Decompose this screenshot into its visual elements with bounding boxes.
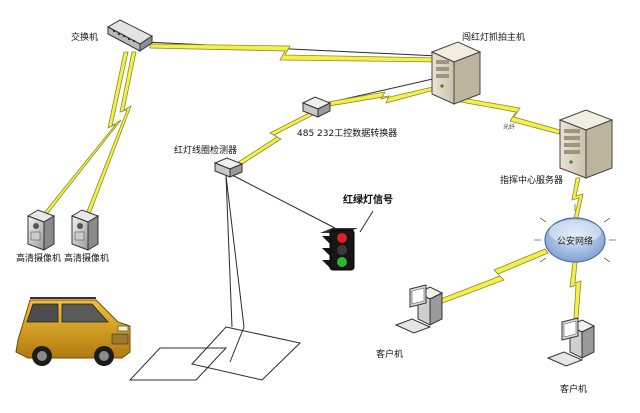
- road-coil-loops: [128, 326, 302, 381]
- client-1-label: 客户机: [376, 348, 403, 360]
- link-tag-label: 光纤: [503, 123, 515, 131]
- cable-signal-label: [359, 210, 374, 233]
- switch-label: 交换机: [71, 31, 98, 43]
- converter-box-icon: [301, 96, 332, 118]
- coil-wire-3: [229, 326, 245, 363]
- coil-detector-label: 红灯线圈检测器: [174, 144, 237, 156]
- link-converter-host: [327, 85, 439, 107]
- green-light: [337, 257, 347, 267]
- coil-loop-1: [128, 347, 228, 381]
- link-switch-camera-1: [43, 51, 129, 214]
- red-light: [337, 233, 347, 243]
- network-switch-icon: [106, 19, 153, 52]
- traffic-light-icon: [320, 228, 358, 271]
- link-converter-detector: [231, 111, 316, 169]
- link-switch-host: [149, 43, 441, 63]
- coil-wire-1: [225, 175, 245, 328]
- coil-loop-2: [191, 326, 302, 381]
- detector-box-icon: [213, 157, 244, 178]
- network-cloud-icon: [534, 204, 616, 263]
- link-network-client-2: [569, 261, 582, 319]
- client-2-label: 客户机: [560, 383, 587, 395]
- coil-wire-2: [225, 175, 233, 328]
- car-icon: [15, 297, 131, 366]
- server-tower-icon: [430, 41, 482, 105]
- yellow-light: [337, 245, 347, 255]
- camera-icon: [70, 209, 100, 251]
- command-server-label: 指挥中心服务器: [500, 174, 563, 186]
- camera-icon: [26, 209, 56, 251]
- converter-label: 485 232工控数据转换器: [297, 127, 397, 139]
- public-network-label: 公安网络: [557, 235, 593, 247]
- capture-host-label: 闯红灯抓拍主机: [462, 31, 525, 43]
- camera-1-label: 高清摄像机: [16, 252, 61, 264]
- camera-2-label: 高清摄像机: [64, 252, 109, 264]
- cable-lines: [144, 41, 439, 363]
- link-host-server: [460, 97, 561, 135]
- server-tower-icon: [558, 109, 614, 179]
- link-network-client-1: [437, 248, 549, 305]
- signal-label: 红绿灯信号: [343, 193, 393, 206]
- link-server-network: [571, 177, 584, 223]
- desktop-computer-icon: [394, 284, 444, 334]
- desktop-computer-icon: [546, 317, 596, 367]
- cable-detector-to-signal: [231, 174, 336, 229]
